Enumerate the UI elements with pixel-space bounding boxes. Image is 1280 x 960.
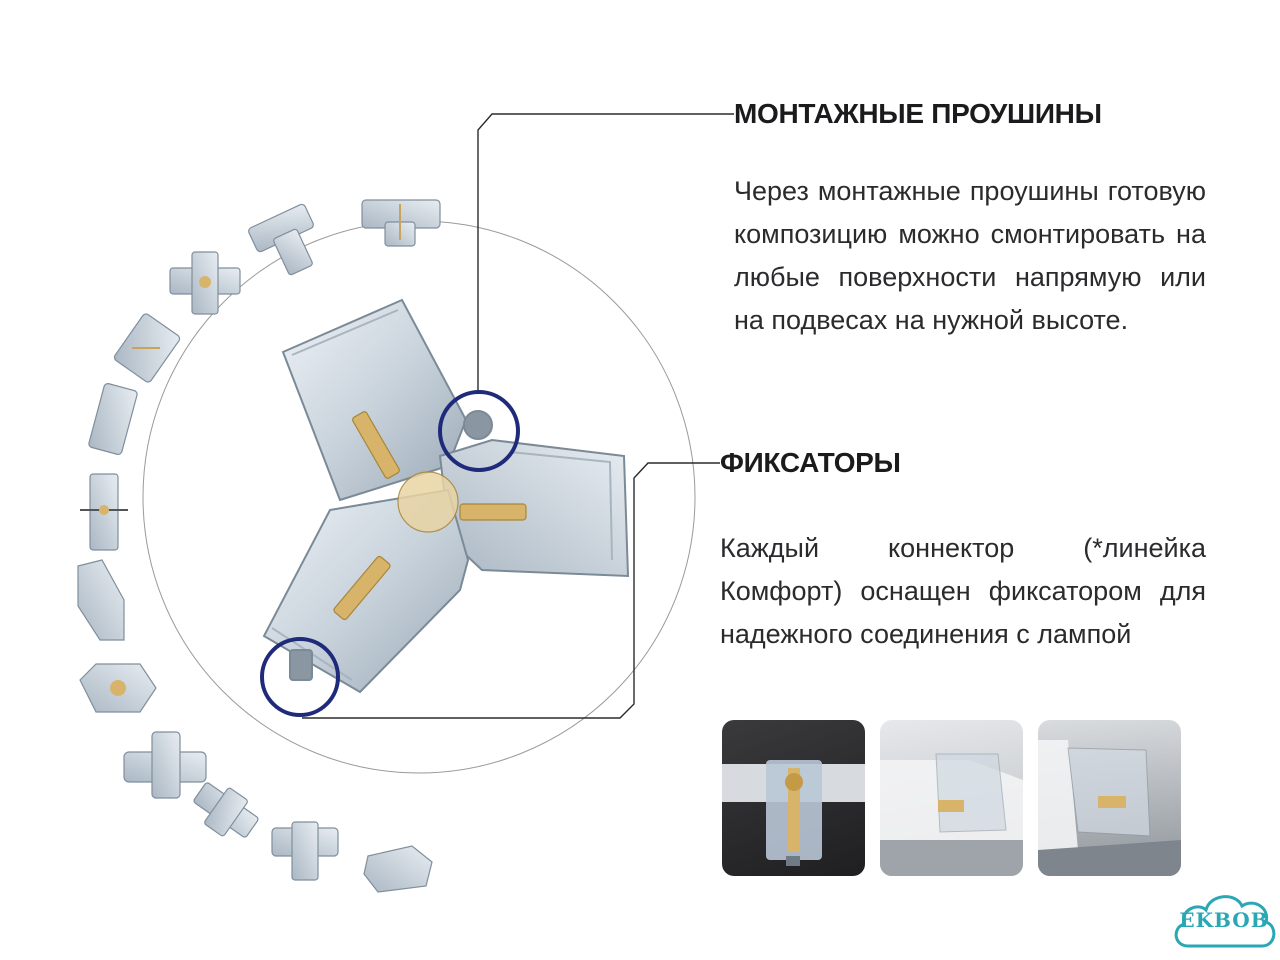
leader-line-eyelets [477,113,734,392]
leader-line-latches [302,462,720,719]
mini-connector-12 [363,845,433,893]
mini-connector-8 [79,663,157,713]
cloud-icon [1174,895,1276,948]
eyelets-heading: МОНТАЖНЫЕ ПРОУШИНЫ [734,98,1102,129]
callout-ring-eyelet [438,390,520,472]
mini-connector-2 [248,203,314,276]
mini-connector-5 [88,383,138,455]
mini-connector-10 [193,782,259,838]
small-connectors [77,199,441,893]
latches-description: Каждый коннектор (*линейка Комфорт) осна… [720,533,1206,649]
photo-connector-side [880,720,1023,876]
callout-ring-latch [260,637,340,717]
mini-connector-11 [271,821,339,881]
arm-upper [281,298,468,502]
mini-connector-9 [123,731,207,799]
eyelets-description: Через монтажные проушины готовую компози… [734,176,1206,335]
logo-text: EKBOB [1179,908,1269,932]
mini-connector-4 [113,313,181,383]
photo-connector-angle [1038,720,1181,876]
mini-connector-6 [80,473,128,551]
mini-connector-1 [361,199,441,247]
brand-logo: EKBOB [1170,888,1278,954]
photo-connector-closeup [722,720,865,876]
main-connector [262,298,630,694]
latches-heading: ФИКСАТОРЫ [720,447,901,478]
mini-connector-3 [169,251,241,315]
mini-connector-7 [77,559,125,641]
